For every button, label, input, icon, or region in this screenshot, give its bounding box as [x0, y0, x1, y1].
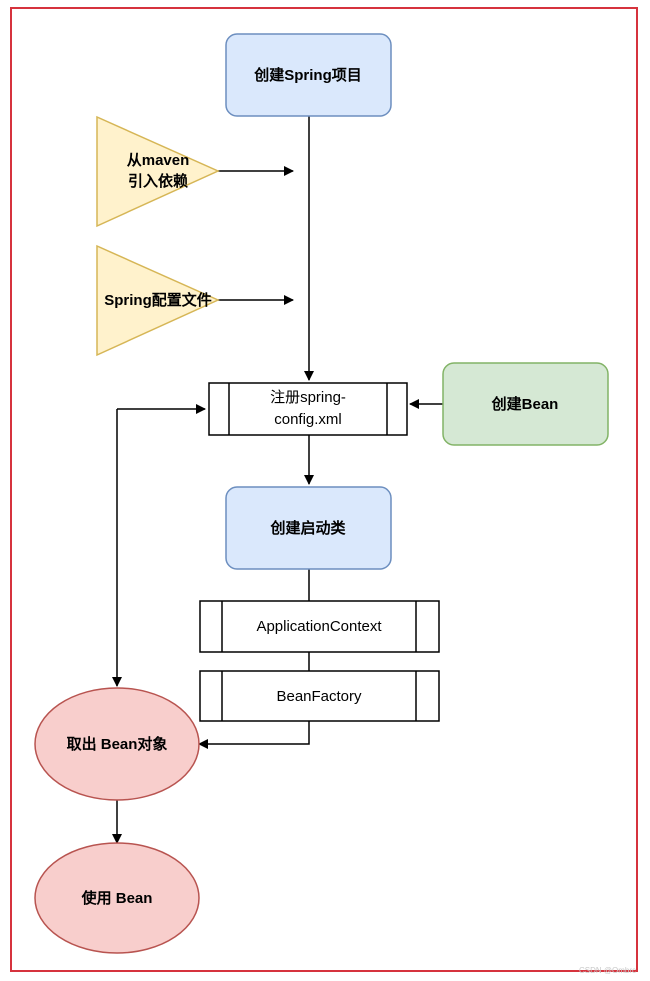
node-get-bean-object-label: 取出 Bean对象	[67, 735, 168, 753]
node-spring-config-file-label: Spring配置文件	[104, 291, 212, 309]
node-create-spring-project-label: 创建Spring项目	[253, 66, 362, 84]
node-create-bean[interactable]: 创建Bean	[442, 362, 609, 446]
connectors	[112, 116, 443, 844]
node-maven-dependency[interactable]: 从maven 引入依赖	[96, 115, 220, 228]
node-bean-factory-label: BeanFactory	[276, 688, 362, 705]
node-maven-label-line1: 从maven	[127, 152, 190, 169]
node-use-bean[interactable]: 使用 Bean	[34, 842, 200, 954]
node-create-startup-class[interactable]: 创建启动类	[225, 486, 392, 570]
node-spring-config-file[interactable]: Spring配置文件	[96, 244, 220, 357]
node-create-bean-label: 创建Bean	[491, 395, 559, 413]
node-register-label-line1: 注册spring-	[270, 389, 346, 406]
node-create-startup-class-label: 创建启动类	[269, 519, 346, 537]
node-register-spring-config[interactable]: 注册spring- config.xml	[208, 382, 408, 436]
node-register-label-line2: config.xml	[274, 411, 342, 428]
node-use-bean-label: 使用 Bean	[81, 889, 153, 907]
edge-factory-to-getbean	[198, 721, 310, 749]
node-create-spring-project[interactable]: 创建Spring项目	[225, 33, 392, 117]
node-application-context[interactable]: ApplicationContext	[199, 600, 440, 653]
node-get-bean-object[interactable]: 取出 Bean对象	[34, 687, 200, 801]
node-bean-factory[interactable]: BeanFactory	[199, 670, 440, 722]
watermark: CSDN @Ombrc	[578, 966, 636, 975]
node-application-context-label: ApplicationContext	[256, 618, 382, 635]
outer-frame	[10, 7, 638, 972]
node-maven-label-line2: 引入依赖	[128, 172, 188, 190]
